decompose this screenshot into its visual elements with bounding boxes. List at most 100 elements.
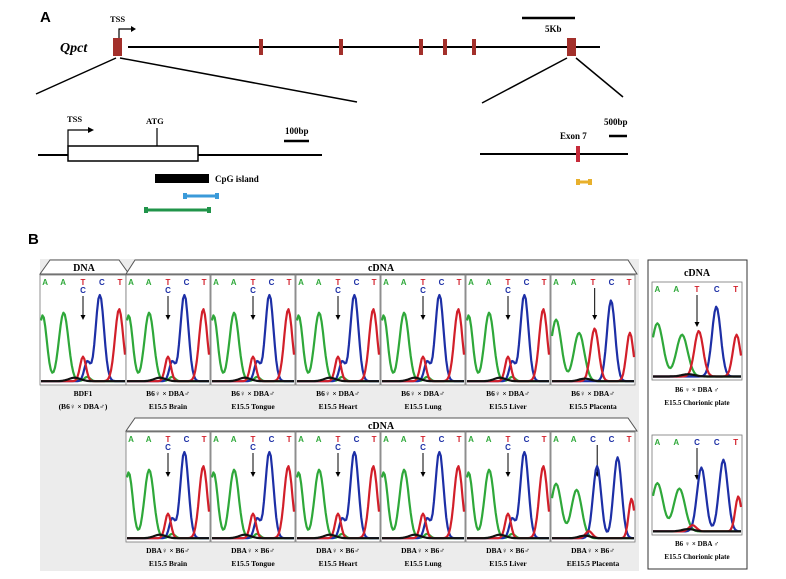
- gene-name: Qpct: [60, 41, 88, 56]
- row2-panel-6-base-3: C: [609, 435, 615, 444]
- row2-panel-5-base-3: C: [505, 443, 511, 452]
- row1-tissue-5: E15.5 Liver: [489, 402, 527, 411]
- row2-panel-5-base-0: A: [468, 435, 474, 444]
- row2-cross-3: DBA♀ × B6♂: [316, 546, 360, 555]
- exon-7: [567, 38, 576, 56]
- row1-panel-4-arrowhead: [420, 315, 426, 320]
- amplicon-yellow-end-r: [588, 179, 592, 185]
- dna-header-tab: [39, 259, 130, 275]
- right-top-arrowhead: [694, 322, 700, 327]
- row1-panel-2-base-0: A: [213, 278, 219, 287]
- row2-panel-5-base-4: C: [524, 435, 530, 444]
- row1-tissue-6: E15.5 Placenta: [569, 402, 617, 411]
- row2-panel-1-arrowhead: [165, 472, 171, 477]
- scale-label-500bp: 500bp: [604, 117, 628, 127]
- row2-panel-6-base-2: C: [590, 435, 596, 444]
- row2-panel-6-trace-G: [552, 534, 634, 540]
- dna-bdf1-base-3: C: [80, 286, 86, 295]
- row1-tissue-3: E15.5 Heart: [319, 402, 358, 411]
- row2-panel-1-base-1: A: [146, 435, 152, 444]
- right-header: cDNA: [684, 268, 711, 279]
- row1-panel-3-base-0: A: [298, 278, 304, 287]
- dna-caption-line1: BDF1: [74, 389, 93, 398]
- dna-header: DNA: [73, 263, 95, 274]
- row1-panel-2-arrowhead: [250, 315, 256, 320]
- promoter-tss-label: TSS: [67, 114, 82, 124]
- row2-panel-6-base-0: A: [553, 435, 559, 444]
- row2-panel-3-base-1: A: [316, 435, 322, 444]
- row2-panel-6-base-1: A: [571, 435, 577, 444]
- row1-panel-3-base-1: A: [316, 278, 322, 287]
- row2-panel-3-base-0: A: [298, 435, 304, 444]
- right-bottom-trace-G: [653, 528, 741, 533]
- row2-panel-4-base-1: A: [401, 435, 407, 444]
- row1-panel-2-base-4: C: [269, 278, 275, 287]
- right-top-base-1: A: [673, 285, 679, 294]
- exon-1: [113, 38, 122, 56]
- right-top-trace-G: [653, 373, 741, 378]
- gene-tss-label: TSS: [110, 14, 125, 24]
- row1-panel-1-arrowhead: [165, 315, 171, 320]
- cdna-header-tab-row1: [125, 259, 638, 275]
- row2-panel-1-base-3: C: [165, 443, 171, 452]
- row1-panel-1-base-0: A: [128, 278, 134, 287]
- dna-bdf1-base-2: T: [81, 278, 86, 287]
- row1-panel-5-trace-G: [467, 376, 549, 383]
- row1-panel-1-base-5: T: [202, 278, 207, 287]
- row2-panel-2-base-3: C: [250, 443, 256, 452]
- row2-panel-2-base-2: T: [251, 435, 256, 444]
- amplicon-green-end-r: [207, 207, 211, 213]
- right-top-cross: B6 ♀ × DBA ♂: [675, 386, 719, 394]
- right-bottom-base-1: A: [673, 438, 679, 447]
- atg-label: ATG: [146, 116, 164, 126]
- row2-panel-6-base-4: T: [627, 435, 632, 444]
- cdna-header-row2: cDNA: [368, 421, 395, 432]
- row2-cross-6: DBA♀ × B6♂: [571, 546, 615, 555]
- row1-panel-4-base-1: A: [401, 278, 407, 287]
- exon-5: [443, 39, 447, 55]
- row2-panel-2-base-4: C: [269, 435, 275, 444]
- row2-panel-4-base-5: T: [457, 435, 462, 444]
- dna-bdf1-base-5: T: [118, 278, 123, 287]
- promoter-detail: TSS ATG 100bp CpG island: [38, 114, 322, 213]
- row1-panel-3-arrowhead: [335, 315, 341, 320]
- gene-tss-arrowhead: [131, 26, 136, 32]
- row1-tissue-2: E15.5 Tongue: [231, 402, 275, 411]
- exon7-label: Exon 7: [560, 131, 587, 141]
- row2-panel-3-base-5: T: [372, 435, 377, 444]
- row1-panel-4-base-0: A: [383, 278, 389, 287]
- right-top-base-3: C: [714, 285, 720, 294]
- row2-cross-4: DBA♀ × B6♂: [401, 546, 445, 555]
- cpg-island-bar: [155, 174, 209, 183]
- amplicon-blue-end-r: [215, 193, 219, 199]
- row2-tissue-5: E15.5 Liver: [489, 559, 527, 568]
- row1-panel-3-trace-G: [297, 376, 379, 383]
- row1-panel-5-base-2: T: [506, 278, 511, 287]
- row1-cross-4: B6♀ × DBA♂: [401, 389, 445, 398]
- row2-panel-3-arrowhead: [335, 472, 341, 477]
- row2-panel-4-trace-G: [382, 533, 464, 540]
- exon-2: [259, 39, 263, 55]
- exon7-detail: Exon 7 500bp: [480, 117, 628, 185]
- row2-panel-1-base-2: T: [166, 435, 171, 444]
- exon-4: [419, 39, 423, 55]
- row1-panel-5-arrowhead: [505, 315, 511, 320]
- gene-tss-arrow: [118, 28, 131, 38]
- row2-panel-4-base-4: C: [439, 435, 445, 444]
- panel-a-label: A: [40, 9, 51, 26]
- row1-cross-6: B6♀ × DBA♂: [571, 389, 615, 398]
- row1-tissue-1: E15.5 Brain: [149, 402, 188, 411]
- row2-panel-2-arrowhead: [250, 472, 256, 477]
- panel-b-label: B: [28, 231, 39, 248]
- row2-panel-3-base-4: C: [354, 435, 360, 444]
- exon-6: [472, 39, 476, 55]
- row2-panel-1-trace-G: [127, 533, 209, 540]
- right-bottom-tissue: E15.5 Chorionic plate: [664, 553, 729, 561]
- dna-bdf1-trace-G: [41, 376, 125, 383]
- exon7-mark: [576, 146, 580, 162]
- row2-panel-4-arrowhead: [420, 472, 426, 477]
- row2-panel-2-base-5: T: [287, 435, 292, 444]
- row1-panel-6-arrowhead: [592, 315, 598, 320]
- row1-panel-5-base-3: C: [505, 286, 511, 295]
